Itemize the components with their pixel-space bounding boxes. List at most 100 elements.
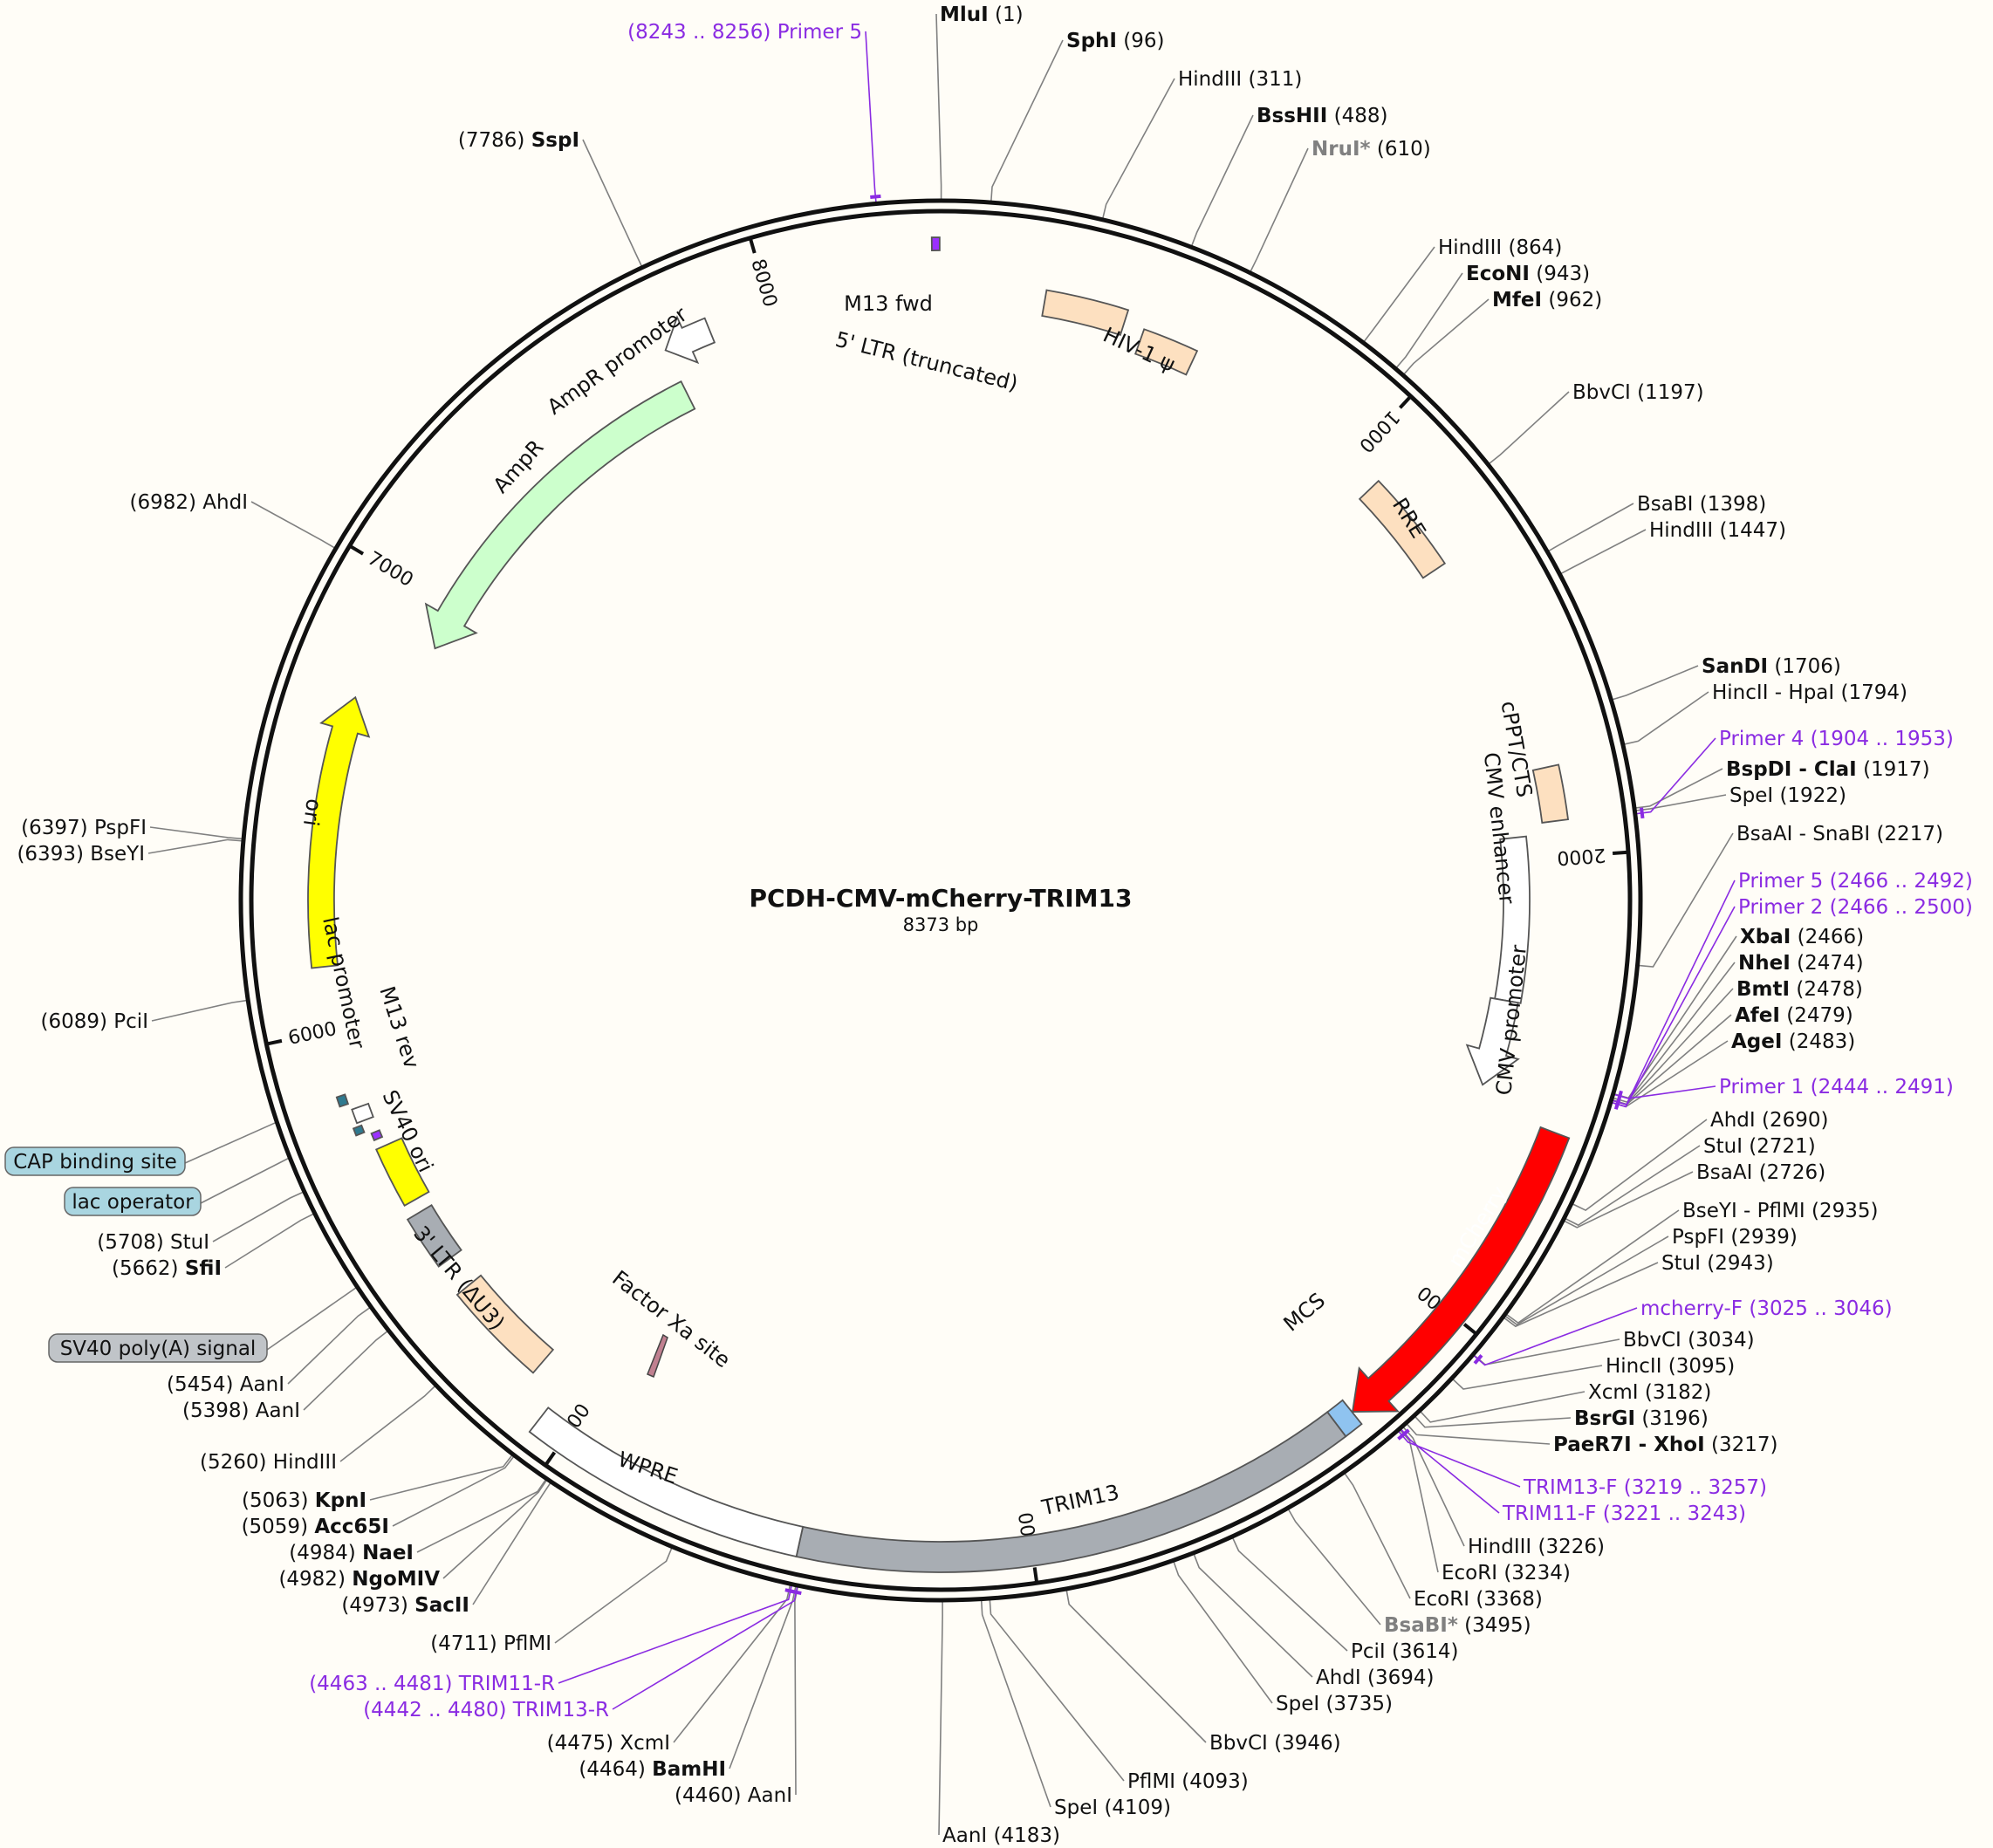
map-subtitle: 8373 bp (903, 914, 979, 935)
site-position: (4475) (547, 1732, 613, 1755)
site-position: (3034) (1688, 1329, 1754, 1352)
site-position: (2483) (1789, 1030, 1855, 1053)
site-name: BssHII (1257, 105, 1327, 127)
feature-5-ltr-truncated (1041, 289, 1130, 337)
feature-cmv-promoter (1465, 996, 1520, 1086)
site-agei-2483: AgeI (2483) (1731, 1030, 1855, 1053)
map-title: PCDH-CMV-mCherry-TRIM13 (750, 884, 1133, 913)
leader-line (1639, 832, 1734, 968)
site-bspdi-clai-1917: BspDI - ClaI (1917) (1726, 758, 1930, 781)
site-spei-1922: SpeI (1922) (1729, 784, 1846, 807)
site-position: (5662) (112, 1257, 178, 1280)
leader-line (1452, 1365, 1603, 1390)
tick-mark-3000 (1462, 1323, 1476, 1335)
site-hincii-3095: HincII (3095) (1606, 1355, 1735, 1378)
feature-label-mcs: MCS (1279, 1288, 1330, 1336)
site-name: BmtI (1736, 978, 1790, 1001)
site-name: Acc65I (314, 1516, 389, 1538)
site-name: BseYI (90, 843, 145, 866)
leader-line (149, 826, 243, 840)
primer-name: Primer 4 (1719, 728, 1804, 750)
site-position: (3614) (1392, 1640, 1458, 1663)
tick-label: 7000 (364, 548, 417, 592)
site-position: (6089) (41, 1010, 107, 1033)
site-position: (3946) (1274, 1732, 1340, 1755)
leader-line (1635, 768, 1723, 809)
site-mlui-1: MluI (1) (940, 3, 1024, 26)
site-name: MfeI (1492, 289, 1542, 311)
feature-m13-rev (370, 1129, 384, 1142)
primer-name: TRIM13-R (512, 1699, 609, 1721)
site-ahdi-2690: AhdI (2690) (1710, 1109, 1829, 1132)
site-bbvci-3946: BbvCI (3946) (1209, 1732, 1341, 1755)
primer-mark (1640, 807, 1645, 819)
site-position: (2466) (1798, 926, 1864, 948)
primer-name: Primer 2 (1738, 896, 1823, 919)
site-name: PspFI (1672, 1226, 1724, 1249)
leader-line (1407, 1423, 1551, 1445)
site-name: BsaBI* (1384, 1614, 1458, 1637)
site-ahdi-3694: AhdI (3694) (1316, 1667, 1435, 1689)
primer-mark (1616, 1090, 1623, 1102)
site-name: BsaBI (1637, 493, 1693, 516)
site-sfii-5662: (5662) SfiI (112, 1257, 222, 1280)
site-bamhi-4464: (4464) BamHI (579, 1758, 726, 1781)
site-name: NheI (1738, 952, 1791, 975)
feature-factor-xa-site (647, 1333, 668, 1379)
site-name: NgoMIV (352, 1568, 440, 1591)
primer-range: (4463 .. 4481) (309, 1673, 452, 1695)
feature-rre (1358, 479, 1447, 579)
leader-line (729, 1586, 797, 1769)
primer-mark (1399, 1428, 1410, 1439)
site-position: (1) (995, 3, 1024, 26)
site-position: (1917) (1863, 758, 1929, 781)
site-name: SspI (531, 129, 579, 152)
leader-line (212, 1191, 304, 1242)
primer-range: (3219 .. 3257) (1624, 1476, 1767, 1499)
backbone-outer (238, 198, 1643, 1603)
site-name: HindIII (1178, 68, 1242, 91)
primer-range: (2466 .. 2500) (1830, 896, 1973, 919)
feature-label-3-ltr-du3: 3' LTR (ΔU3) (408, 1222, 510, 1335)
site-position: (5059) (242, 1516, 308, 1538)
site-pspfi-6397: (6397) PspFI (21, 817, 147, 839)
primer-trim11-f: TRIM11-F (3221 .. 3243) (1502, 1502, 1746, 1525)
site-position: (4464) (579, 1758, 645, 1781)
site-name: XbaI (1740, 926, 1791, 948)
primer-name: TRIM13-F (1523, 1476, 1617, 1499)
feature-label-trim13: TRIM13 (1039, 1480, 1122, 1520)
tick-label: 8000 (746, 257, 780, 310)
leader-line (1414, 1416, 1572, 1428)
leader-line (673, 1585, 791, 1743)
site-labels: MluI (1)SphI (96)HindIII (311)BssHII (48… (4, 3, 1973, 1847)
leader-line (1564, 1171, 1694, 1229)
site-position: (3234) (1503, 1562, 1570, 1584)
feature-sv40-ori (374, 1137, 430, 1208)
site-name: EcoNI (1466, 263, 1530, 285)
leader-line (369, 1454, 513, 1501)
site-name: SpeI (1276, 1693, 1319, 1715)
leader-line (200, 1157, 289, 1204)
site-aani-4183: AanI (4183) (942, 1824, 1060, 1847)
site-pflmi-4093: PflMI (4093) (1127, 1770, 1249, 1793)
primer-range: (4442 .. 4480) (363, 1699, 506, 1721)
site-name: BspDI - ClaI (1726, 758, 1857, 781)
leader-line (990, 39, 1064, 202)
leader-line (582, 139, 642, 267)
site-aani-5398: (5398) AanI (182, 1400, 300, 1422)
primer-name: Primer 1 (1719, 1076, 1804, 1099)
primer-range: (1904 .. 1953) (1811, 728, 1954, 750)
site-pflmi-4711: (4711) PflMI (430, 1632, 551, 1655)
site-name: EcoRI (1414, 1588, 1469, 1611)
backbone-inner (249, 209, 1633, 1592)
site-name: StuI (1661, 1252, 1701, 1275)
site-position: (2479) (1786, 1004, 1853, 1027)
site-position: (4711) (430, 1632, 497, 1655)
site-position: (488) (1334, 105, 1388, 127)
site-position: (6397) (21, 817, 87, 839)
leader-line (184, 1122, 276, 1164)
site-stui-2943: StuI (2943) (1661, 1252, 1774, 1275)
site-name: StuI (1703, 1135, 1743, 1158)
leader-line (1613, 962, 1736, 1104)
